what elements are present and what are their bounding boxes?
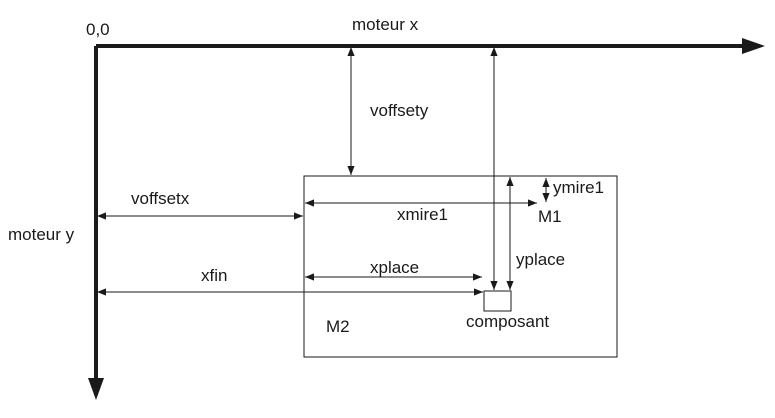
voffsetx-label: voffsetx <box>131 189 190 208</box>
component-box <box>483 290 512 312</box>
motor-x-label: moteur x <box>352 15 419 34</box>
origin-label: 0,0 <box>86 20 110 39</box>
motor-y-axis <box>88 46 104 400</box>
motor-x-axis <box>96 38 765 54</box>
m2-label: M2 <box>326 317 350 336</box>
yplace-label: yplace <box>516 250 565 269</box>
motor-y-label: moteur y <box>8 225 75 244</box>
xmire1-label: xmire1 <box>397 205 448 224</box>
m1-label: M1 <box>538 207 562 226</box>
motor-y-arrowhead <box>88 378 104 400</box>
board-rectangle <box>303 175 618 358</box>
xfin-label: xfin <box>201 266 227 285</box>
voffsety-label: voffsety <box>370 101 429 120</box>
component-label: composant <box>466 312 549 331</box>
motor-x-arrowhead <box>742 38 765 54</box>
xplace-label: xplace <box>370 258 419 277</box>
ymire1-label: ymire1 <box>553 178 604 197</box>
